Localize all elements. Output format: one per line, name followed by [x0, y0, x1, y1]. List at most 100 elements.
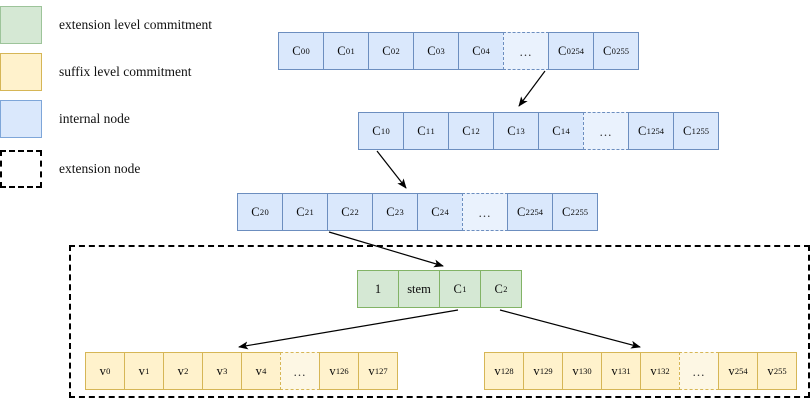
arrow-level0-to-level1 [518, 70, 546, 107]
cell-base: v [177, 363, 184, 378]
cell-base: v [138, 363, 145, 378]
cell-base: C [558, 43, 567, 58]
cell-base: stem [407, 281, 431, 296]
cell-base: C [372, 123, 381, 138]
cell-base: C [337, 43, 346, 58]
cell-base: C [341, 204, 350, 219]
cell-ellipsis: ... [280, 352, 320, 390]
cell-base: v [728, 363, 735, 378]
cell-base: v [368, 363, 375, 378]
legend-label-extension-level-commitment: extension level commitment [59, 17, 212, 32]
cell-base: C [296, 204, 305, 219]
cell-ellipsis: ... [583, 112, 629, 150]
cell-base: v [767, 363, 774, 378]
legend-swatch-yellow [0, 53, 42, 91]
legend-item-suffix-level-commitment: suffix level commitment [0, 53, 191, 91]
cell-base: C [562, 204, 571, 219]
cell-base: C [517, 204, 526, 219]
cell-base: v [216, 363, 223, 378]
cell-stem: stem [398, 270, 440, 308]
cell-base: C [417, 123, 426, 138]
cell-ellipsis: ... [462, 193, 508, 231]
cell-base: 1 [374, 281, 382, 296]
cell-base: C [472, 43, 481, 58]
legend-swatch-green [0, 6, 42, 44]
cell-base: C [386, 204, 395, 219]
cell-base: v [611, 363, 618, 378]
cell-base: C [494, 281, 503, 296]
cell-base: C [453, 281, 462, 296]
cell-base: C [251, 204, 260, 219]
cell-ellipsis: ... [679, 352, 719, 390]
cell-base: C [427, 43, 436, 58]
cell-base: C [292, 43, 301, 58]
arrow-level1-to-level2 [376, 150, 407, 189]
cell-base: v [255, 363, 262, 378]
cell-base: C [552, 123, 561, 138]
cell-base: v [572, 363, 579, 378]
legend-item-extension-node: extension node [0, 150, 140, 188]
cell-base: C [462, 123, 471, 138]
legend-item-internal-node: internal node [0, 100, 130, 138]
cell-base: C [683, 123, 692, 138]
legend-label-extension-node: extension node [59, 161, 141, 176]
legend-label-internal-node: internal node [59, 111, 130, 126]
legend-swatch-dashed [0, 150, 42, 188]
cell-base: C [431, 204, 440, 219]
cell-base: v [494, 363, 501, 378]
cell-base: C [638, 123, 647, 138]
cell-base: v [329, 363, 336, 378]
cell-base: C [603, 43, 612, 58]
cell-base: v [650, 363, 657, 378]
legend-item-extension-level-commitment: extension level commitment [0, 6, 212, 44]
legend-swatch-blue [0, 100, 42, 138]
cell-base: C [382, 43, 391, 58]
cell-base: v [533, 363, 540, 378]
cell-1: 1 [357, 270, 399, 308]
legend-label-suffix-level-commitment: suffix level commitment [59, 64, 192, 79]
cell-base: v [99, 363, 106, 378]
cell-ellipsis: ... [503, 32, 549, 70]
